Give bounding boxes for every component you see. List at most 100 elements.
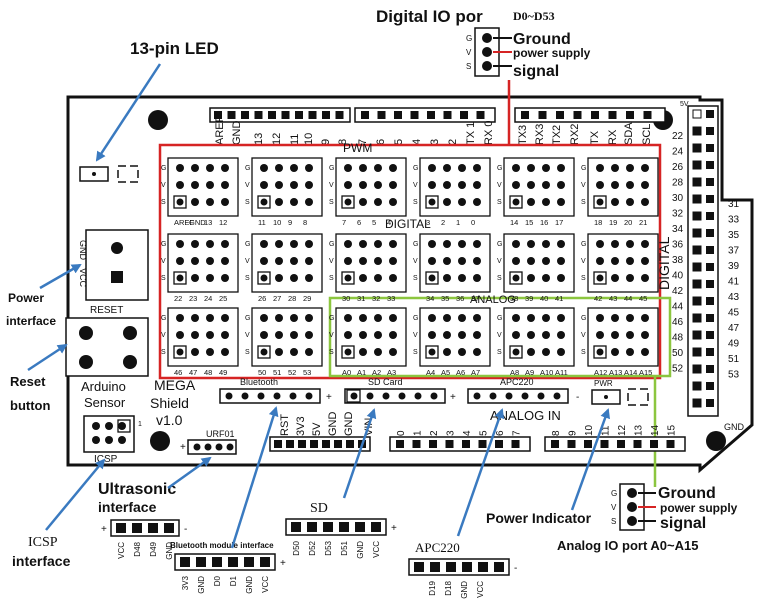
pin [557,314,565,322]
top-header-label: TX 1 [465,122,477,145]
pwm-label: PWM [343,141,372,155]
pin [206,274,214,282]
top-header-label: 10 [303,133,315,145]
header-pin [608,111,617,119]
pin-label: 17 [555,218,563,227]
legend-top-power: power supply [513,46,591,60]
apc220-header[interactable] [467,388,569,404]
header-pin [556,111,564,119]
pin-label: 51 [273,368,281,377]
pin [389,331,397,339]
connector-pin-label: D51 [340,540,349,555]
icsp-one: 1 [138,421,142,428]
vcc-left-label: VCC [78,268,88,288]
right-pin-label: 42 [672,286,684,297]
right-pin-label: 31 [728,199,740,210]
header-pin [573,111,582,119]
connector-pin [494,562,504,572]
analog-pin-label: 8 [551,430,562,436]
analog-pin-label: 5 [479,430,490,436]
pin-label: 38 [510,294,518,303]
gvs-letter: S [329,349,334,356]
pin [542,164,550,172]
pin [344,331,352,339]
pin [359,240,367,248]
analog-pin-label: 15 [667,424,678,436]
pin [542,198,550,206]
header-pin [410,111,419,119]
pin [542,240,550,248]
pin [221,181,229,189]
bottom-header-analog-b [544,436,686,452]
top-header-label: AREF [214,115,226,145]
connector-pin [148,523,158,533]
pin [473,314,481,322]
bottom-headers: RST3V35VGNDGNDVIN0123456789101112131415 [269,412,686,452]
gvs-letter: G [413,315,418,322]
pin-label: 3 [426,218,430,227]
bluetooth-header[interactable] [219,388,321,404]
pin [611,164,619,172]
pin [191,314,199,322]
header-pin [286,440,294,448]
bottom-pin-label: 3V3 [295,416,307,436]
pin [290,240,298,248]
right-pin-label: 46 [672,317,684,328]
top-header-label: SCL [641,124,653,145]
pin [557,257,565,265]
header-pin [382,392,390,400]
mount-hole [148,110,168,130]
header-pin [215,443,223,451]
pin [626,181,634,189]
pin [275,198,283,206]
pin [344,314,352,322]
pin-label: 24 [204,294,212,303]
pin [512,198,520,206]
header-pin [226,443,234,451]
arrow-apc220 [456,408,505,537]
legend-bottom-power: power supply [660,501,738,515]
gvs-letter: G [161,315,166,322]
header-pin [567,440,576,448]
pin [527,331,535,339]
pin-label: 18 [594,218,602,227]
header-pin [310,440,318,448]
pin-label: 19 [609,218,617,227]
arrow-power [39,263,82,290]
pin-label: 35 [441,294,449,303]
legend-top-signal: signal [513,63,559,80]
top-header-label: 2 [447,139,459,145]
pin [305,274,313,282]
version-label: v1.0 [156,412,183,428]
analog-pin-label: 10 [584,424,595,436]
header-pin [289,392,297,400]
pin [512,164,520,172]
gvs-letter: V [161,258,166,265]
connector-pin-label: D19 [428,580,437,595]
legend-pin [482,61,492,71]
pin [191,331,199,339]
reset-button[interactable] [65,317,149,377]
pin [260,314,268,322]
pin [473,164,481,172]
pin [557,164,565,172]
pin [596,314,604,322]
five-v-label: 5V [680,101,689,108]
pin-label: A8 [510,368,519,377]
sd-card-board-label: SD Card [368,377,403,387]
pin [290,257,298,265]
pin [458,314,466,322]
pin [374,274,382,282]
header-pin [346,440,354,448]
pin [458,181,466,189]
pin-label: GND [189,218,206,227]
header-pin [617,440,625,448]
top-header-label: TX3 [517,125,529,145]
pin [206,240,214,248]
gvs-letter: S [329,275,334,282]
connector-pin-label: D53 [324,540,333,555]
gnd-right-label: GND [724,422,745,432]
pin [428,348,436,356]
pin [443,274,451,282]
